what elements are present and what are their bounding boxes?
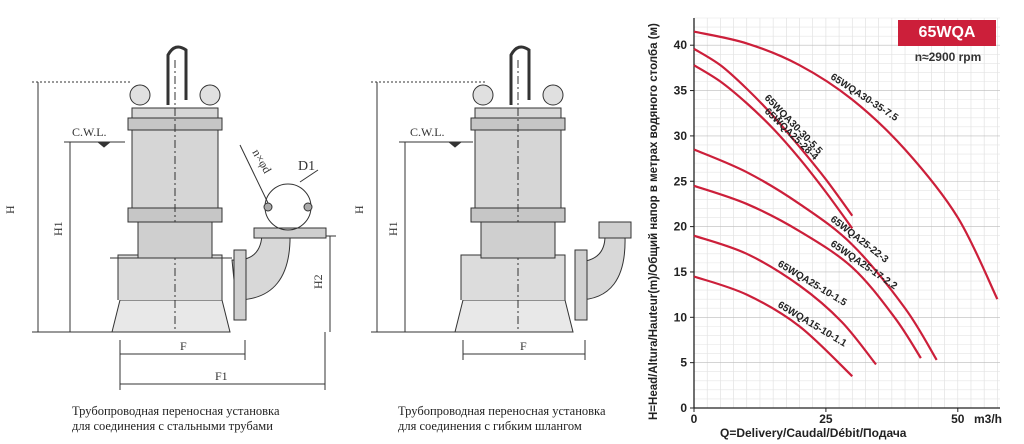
cwl-label: C.W.L.: [72, 125, 107, 139]
dim-f1-label: F1: [215, 369, 228, 383]
y-tick-label: 30: [674, 129, 688, 143]
mid-dim-h-label: H: [355, 205, 366, 214]
y-tick-label: 20: [674, 220, 688, 234]
middle-installation-drawing: H H1 F C.W.L.: [355, 45, 632, 360]
middle-caption-line1: Трубопроводная переносная установка: [398, 404, 606, 418]
series-line: [693, 64, 854, 230]
series-line: [693, 47, 854, 217]
y-tick-label: 10: [674, 310, 688, 324]
series-line: [693, 30, 999, 300]
left-caption-line2: для соединения с стальными трубами: [72, 419, 273, 433]
mid-cwl-label: C.W.L.: [410, 125, 445, 139]
series-line: [693, 148, 938, 361]
mid-dim-f-label: F: [520, 339, 527, 353]
dim-h-label: H: [3, 205, 17, 214]
dim-f-label: F: [180, 339, 187, 353]
left-caption: Трубопроводная переносная установка для …: [72, 404, 280, 434]
y-tick-label: 0: [680, 401, 687, 415]
series-line: [693, 234, 877, 366]
left-installation-drawing: H H1 H2 F F1 D1 n×φd C.W.L.: [3, 45, 336, 390]
dim-h1-label: H1: [51, 221, 65, 236]
left-caption-line1: Трубопроводная переносная установка: [72, 404, 280, 418]
dim-h2-label: H2: [311, 274, 325, 289]
y-tick-label: 40: [674, 38, 688, 52]
y-tick-label: 5: [680, 356, 687, 370]
middle-caption-line2: для соединения с гибким шлангом: [398, 419, 582, 433]
x-tick-label: 50: [951, 412, 965, 426]
series-line: [693, 275, 854, 378]
dim-d1-label: D1: [298, 159, 315, 174]
x-tick-label: 0: [691, 412, 698, 426]
y-tick-label: 35: [674, 84, 688, 98]
x-tick-label: 25: [819, 412, 833, 426]
x-axis-label: Q=Delivery/Caudal/Débit/Подача: [720, 426, 907, 440]
y-tick-label: 15: [674, 265, 688, 279]
series-line: [693, 184, 922, 359]
chart-subtitle: n≈2900 rpm: [914, 50, 982, 64]
chart-title-badge: 65WQA: [898, 20, 996, 46]
series-label: 65WQA30-30-5.5: [762, 93, 825, 157]
y-tick-label: 25: [674, 174, 688, 188]
mid-dim-h1-label: H1: [386, 221, 400, 236]
middle-caption: Трубопроводная переносная установка для …: [398, 404, 606, 434]
y-axis-label: H=Head/Altura/Hauteur(m)/Общий напор в м…: [648, 23, 660, 420]
x-unit-label: m3/h: [974, 412, 1002, 426]
